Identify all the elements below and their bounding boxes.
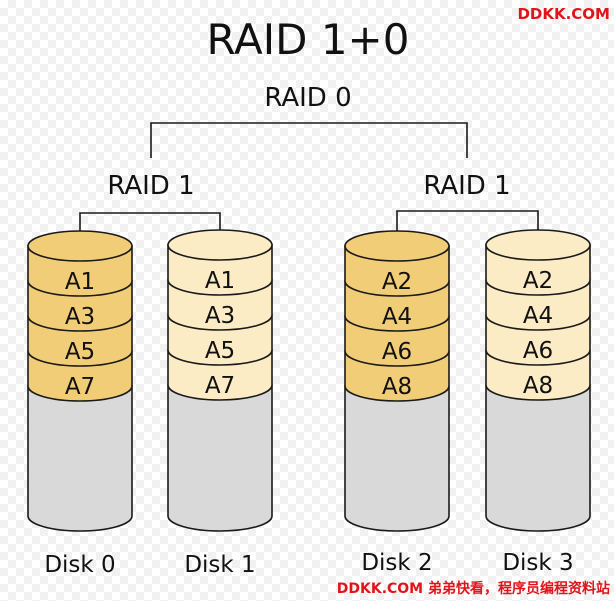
block-label: A2 bbox=[382, 269, 412, 295]
disk-2-cylinder: A8 A6 A4 A2 bbox=[344, 230, 450, 532]
raid1-label-right: RAID 1 bbox=[423, 171, 510, 201]
watermark-top: DDKK.COM bbox=[517, 5, 610, 23]
raid1-connector-left bbox=[79, 212, 221, 245]
disk-3-cylinder: A8 A6 A4 A2 bbox=[485, 229, 591, 532]
disk-1-cylinder: A7 A5 A3 A1 bbox=[167, 229, 273, 532]
raid1-label-left: RAID 1 bbox=[107, 171, 194, 201]
disk-0-cylinder: A7 A5 A3 A1 bbox=[27, 230, 133, 532]
block-label: A3 bbox=[65, 304, 95, 330]
disk-3-label: Disk 3 bbox=[502, 550, 573, 576]
block-label: A4 bbox=[382, 304, 412, 330]
disk-empty-space bbox=[167, 384, 273, 532]
block-label: A3 bbox=[205, 303, 235, 329]
disk-top-cap bbox=[344, 230, 450, 262]
disk-top-cap bbox=[167, 229, 273, 261]
disk-empty-space bbox=[344, 385, 450, 532]
disk-1-label: Disk 1 bbox=[184, 552, 255, 578]
block-label: A8 bbox=[523, 373, 553, 399]
block-label: A2 bbox=[523, 268, 553, 294]
raid0-label: RAID 0 bbox=[264, 83, 351, 113]
block-label: A5 bbox=[65, 339, 95, 365]
block-label: A7 bbox=[65, 374, 95, 400]
disk-2-label: Disk 2 bbox=[361, 550, 432, 576]
block-label: A4 bbox=[523, 303, 553, 329]
block-label: A1 bbox=[65, 269, 95, 295]
raid0-connector bbox=[150, 122, 468, 158]
raid1-connector-right bbox=[396, 210, 539, 245]
disk-empty-space bbox=[27, 385, 133, 532]
block-label: A1 bbox=[205, 268, 235, 294]
disk-top-cap bbox=[485, 229, 591, 261]
block-label: A5 bbox=[205, 338, 235, 364]
disk-0-label: Disk 0 bbox=[44, 552, 115, 578]
block-label: A7 bbox=[205, 373, 235, 399]
disk-top-cap bbox=[27, 230, 133, 262]
block-label: A6 bbox=[523, 338, 553, 364]
watermark-bottom: DDKK.COM 弟弟快看，程序员编程资料站 bbox=[336, 581, 610, 597]
diagram-title: RAID 1+0 bbox=[207, 15, 410, 64]
disk-empty-space bbox=[485, 384, 591, 532]
block-label: A8 bbox=[382, 374, 412, 400]
block-label: A6 bbox=[382, 339, 412, 365]
